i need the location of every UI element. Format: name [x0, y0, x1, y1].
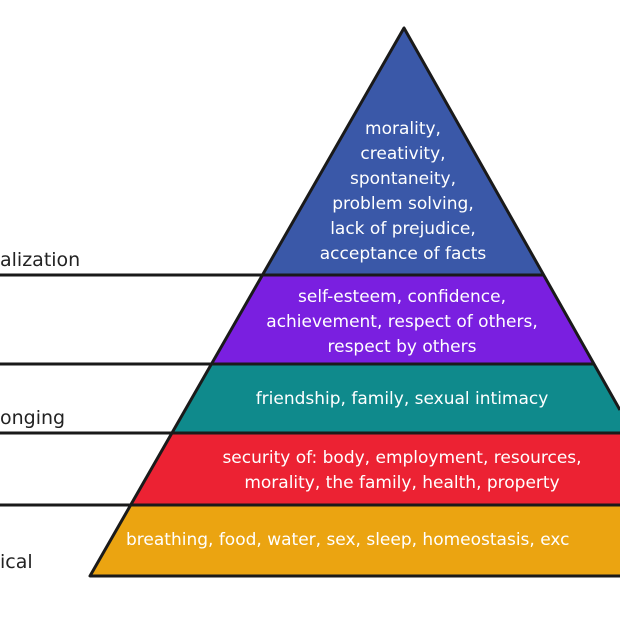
esteem-line: respect by others: [327, 337, 477, 357]
safety-text: security of: body, employment, resources…: [222, 446, 581, 496]
self-actualization-line: creativity,: [360, 144, 446, 164]
love-belonging-line: friendship, family, sexual intimacy: [255, 389, 549, 409]
self-actualization-text: morality, creativity, spontaneity, probl…: [320, 117, 487, 267]
esteem-line: self-esteem, confidence,: [298, 287, 506, 307]
esteem-line: achievement, respect of others,: [266, 312, 538, 332]
tier-physiological: [90, 505, 620, 576]
self-actualization-line: spontaneity,: [350, 169, 456, 189]
self-actualization-line: acceptance of facts: [319, 244, 487, 264]
physiological-line: breathing, food, water, sex, sleep, home…: [126, 530, 570, 550]
tier-safety: [131, 433, 620, 505]
side-label-physiological: ical: [0, 551, 33, 573]
safety-line: security of: body, employment, resources…: [222, 448, 582, 468]
self-actualization-line: lack of prejudice,: [330, 219, 476, 239]
physiological-text: breathing, food, water, sex, sleep, home…: [126, 528, 569, 553]
esteem-text: self-esteem, confidence, achievement, re…: [266, 285, 537, 360]
love-belonging-text: friendship, family, sexual intimacy: [256, 387, 549, 412]
side-label-self-actualization: alization: [0, 249, 81, 271]
side-label-love-belonging: onging: [0, 407, 66, 429]
self-actualization-line: problem solving,: [332, 194, 474, 214]
pyramid-outline: [0, 26, 620, 578]
tier-love-belonging: [172, 364, 620, 433]
safety-line: morality, the family, health, property: [244, 473, 560, 493]
tier-esteem: [211, 275, 594, 364]
self-actualization-line: morality,: [365, 119, 441, 139]
tier-self-actualization: [262, 28, 544, 275]
